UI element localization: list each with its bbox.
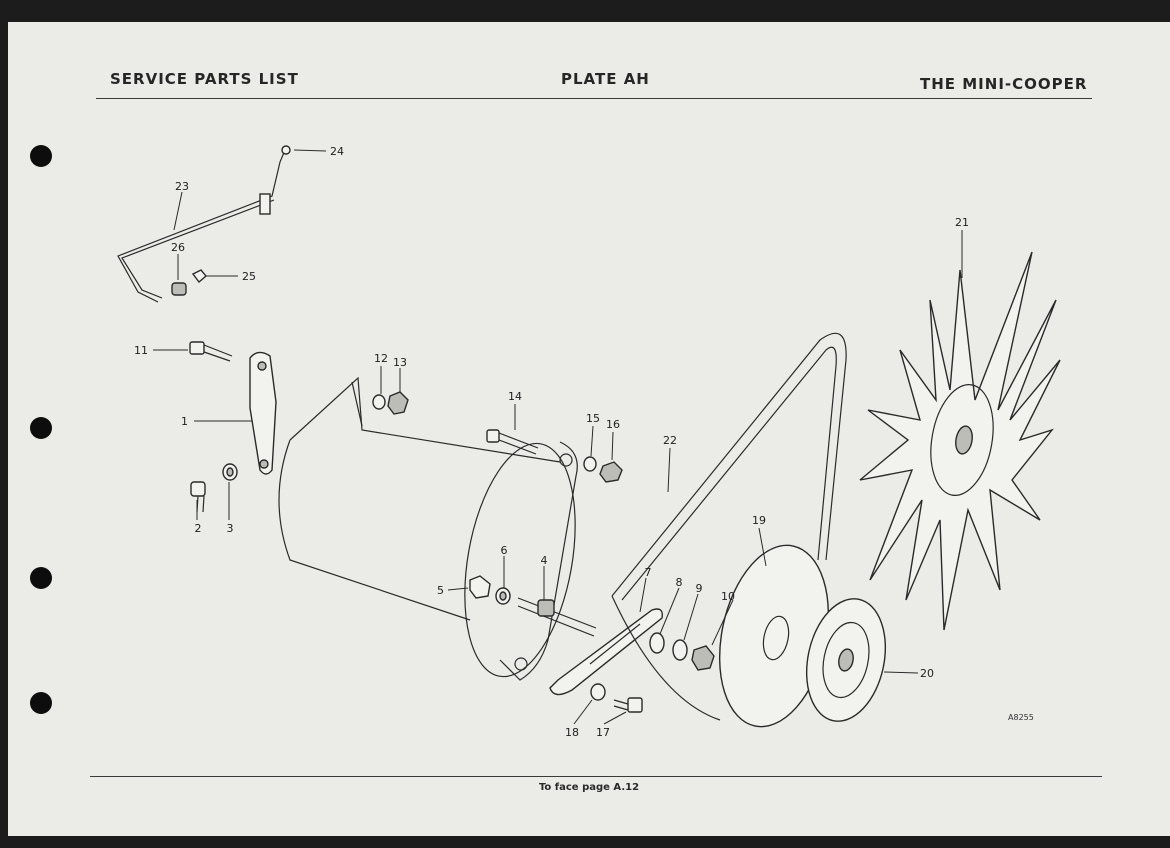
- callout-9: 9: [696, 582, 703, 595]
- callout-labels: 1 2 3 4 5 6 7 8 9 10 11 12 13 14 15 16 1…: [134, 145, 969, 739]
- callout-13: 13: [393, 356, 407, 369]
- callout-24: 24: [330, 145, 344, 158]
- callout-14: 14: [508, 390, 522, 403]
- callout-4: 4: [541, 554, 548, 567]
- part-26-nut: [171, 282, 187, 296]
- part-1-bracket: [249, 351, 277, 475]
- callout-21: 21: [955, 216, 969, 229]
- part-16-nut: [599, 461, 623, 483]
- binder-hole-lower: [30, 567, 52, 589]
- callout-22: 22: [663, 434, 677, 447]
- plate-reference-number: A8255: [1008, 713, 1034, 722]
- footer-rule: [90, 776, 1102, 777]
- part-14-bolt: [486, 429, 539, 455]
- part-12-washer: [372, 394, 386, 410]
- part-3-washer: [222, 463, 238, 481]
- header-plate: PLATE AH: [561, 70, 650, 88]
- part-20-pulley: [805, 598, 887, 722]
- callout-12: 12: [374, 352, 388, 365]
- callout-20: 20: [920, 667, 934, 680]
- part-7-adjusting-link: [549, 608, 663, 696]
- callout-1: 1: [181, 415, 188, 428]
- binder-hole-top: [30, 145, 52, 167]
- part-25-screw: [191, 269, 207, 284]
- callout-15: 15: [586, 412, 600, 425]
- binder-hole-bottom: [30, 692, 52, 714]
- callout-16: 16: [606, 418, 620, 431]
- header-service-parts-list: SERVICE PARTS LIST: [110, 70, 299, 88]
- callout-6: 6: [501, 544, 508, 557]
- binder-hole-middle: [30, 417, 52, 439]
- part-9-washer: [672, 639, 688, 661]
- callout-18: 18: [565, 726, 579, 739]
- dynamo-body: [278, 376, 578, 681]
- callout-10: 10: [721, 590, 735, 603]
- callout-2: 2: [195, 522, 202, 535]
- part-23-rod: [117, 145, 291, 303]
- callout-7: 7: [645, 566, 652, 579]
- part-17-bolt: [613, 697, 643, 713]
- callout-5: 5: [437, 584, 444, 597]
- part-19-pulley: [718, 544, 830, 728]
- part-2-bolt: [190, 481, 206, 513]
- part-11-bolt: [189, 341, 233, 362]
- part-10-nut: [691, 645, 715, 671]
- callout-3: 3: [227, 522, 234, 535]
- callout-23: 23: [175, 180, 189, 193]
- callout-17: 17: [596, 726, 610, 739]
- part-5-nut: [469, 575, 491, 599]
- leader-lines: [153, 149, 963, 725]
- footer-page-ref: To face page A.12: [538, 782, 640, 793]
- header-model: THE MINI-COOPER: [920, 75, 1088, 93]
- header-rule: [96, 98, 1092, 99]
- part-6-washer: [495, 587, 511, 605]
- callout-19: 19: [752, 514, 766, 527]
- part-4-stud: [517, 597, 597, 637]
- part-22-fan-belt: [611, 332, 847, 721]
- callout-11: 11: [134, 344, 148, 357]
- part-13-nut: [387, 391, 409, 415]
- part-21-fan: [859, 251, 1061, 631]
- part-15-washer: [583, 456, 597, 472]
- part-18-washer: [590, 683, 606, 701]
- callout-25: 25: [242, 270, 256, 283]
- callout-8: 8: [676, 576, 683, 589]
- callout-26: 26: [171, 241, 185, 254]
- part-8-washer: [649, 632, 665, 654]
